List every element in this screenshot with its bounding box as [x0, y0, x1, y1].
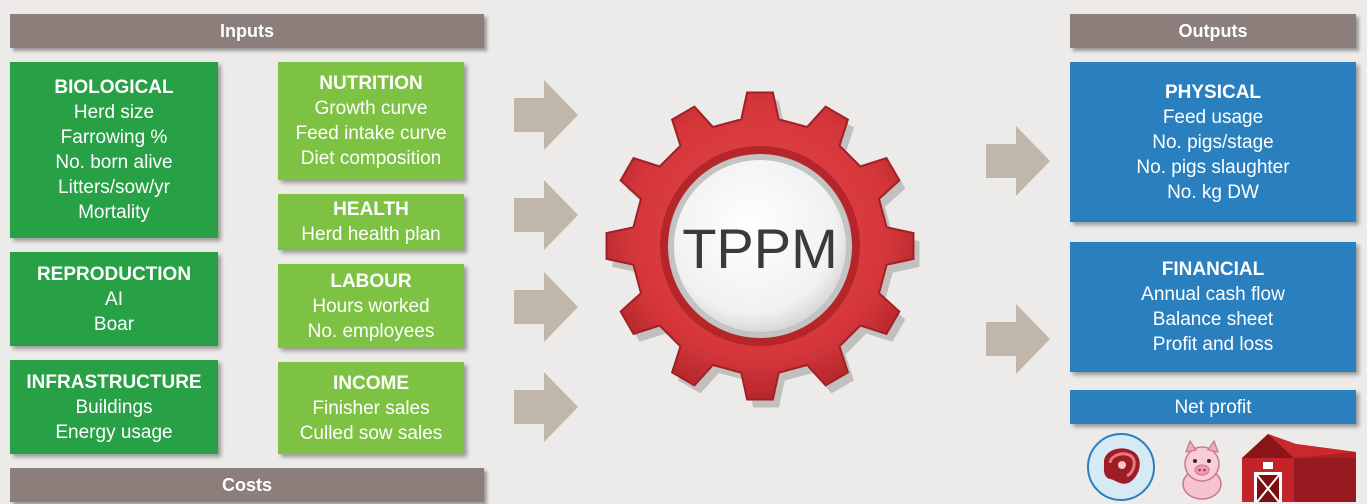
reproduction-title: REPRODUCTION	[36, 263, 192, 285]
list-item: Litters/sow/yr	[58, 177, 170, 198]
health-title: HEALTH	[333, 199, 409, 220]
outputs-header: Outputs	[1070, 14, 1356, 48]
income-box: INCOME Finisher sales Culled sow sales	[278, 362, 464, 454]
arrow-right-icon	[986, 304, 1050, 374]
list-item: AI	[105, 288, 123, 310]
list-item: Balance sheet	[1152, 309, 1274, 330]
list-item: Buildings	[75, 396, 153, 418]
list-item: Boar	[93, 313, 135, 335]
list-item: Finisher sales	[312, 397, 430, 419]
list-item: Feed usage	[1162, 106, 1264, 128]
reproduction-box: REPRODUCTION AI Boar	[10, 252, 218, 346]
labour-box: LABOUR Hours worked No. employees	[278, 264, 464, 348]
net-profit-box: Net profit	[1070, 390, 1356, 424]
costs-footer: Costs	[10, 468, 484, 502]
inputs-header: Inputs	[10, 14, 484, 48]
gear-icon: TPPM	[605, 91, 920, 408]
list-item: Culled sow sales	[299, 422, 443, 444]
nutrition-title: NUTRITION	[319, 73, 423, 94]
arrow-right-icon	[514, 80, 578, 150]
net-profit-label: Net profit	[1174, 396, 1252, 418]
list-item: Hours worked	[312, 295, 430, 317]
list-item: Annual cash flow	[1141, 284, 1285, 305]
meat-icon	[1087, 433, 1155, 501]
arrow-right-icon	[514, 180, 578, 250]
list-item: Herd size	[73, 102, 155, 123]
list-item: Growth curve	[314, 98, 428, 119]
list-item: Diet composition	[300, 148, 442, 169]
nutrition-box: NUTRITION Growth curve Feed intake curve…	[278, 62, 464, 180]
list-item: No. pigs slaughter	[1136, 156, 1290, 178]
pig-icon	[1182, 439, 1222, 500]
health-box: HEALTH Herd health plan	[278, 194, 464, 250]
arrow-right-icon	[514, 272, 578, 342]
biological-box: BIOLOGICAL Herd size Farrowing % No. bor…	[10, 62, 218, 238]
arrow-right-icon	[514, 372, 578, 442]
financial-title: FINANCIAL	[1161, 259, 1265, 280]
list-item: No. pigs/stage	[1152, 131, 1274, 153]
list-item: No. employees	[307, 320, 435, 342]
list-item: Farrowing %	[60, 127, 168, 148]
list-item: Profit and loss	[1152, 334, 1274, 355]
list-item: No. kg DW	[1167, 181, 1259, 203]
physical-box: PHYSICAL Feed usage No. pigs/stage No. p…	[1070, 62, 1356, 222]
biological-title: BIOLOGICAL	[54, 77, 174, 98]
list-item: No. born alive	[55, 152, 173, 173]
list-item: Energy usage	[55, 421, 173, 443]
income-title: INCOME	[333, 372, 409, 394]
list-item: Mortality	[78, 202, 150, 223]
infrastructure-box: INFRASTRUCTURE Buildings Energy usage	[10, 360, 218, 454]
list-item: Feed intake curve	[295, 123, 447, 144]
labour-title: LABOUR	[330, 270, 412, 292]
center-label: TPPM	[682, 217, 838, 280]
arrow-right-icon	[986, 126, 1050, 196]
physical-title: PHYSICAL	[1164, 81, 1262, 103]
barn-icon	[1242, 434, 1356, 502]
financial-box: FINANCIAL Annual cash flow Balance sheet…	[1070, 242, 1356, 372]
list-item: Herd health plan	[301, 224, 441, 245]
infrastructure-title: INFRASTRUCTURE	[26, 371, 202, 393]
